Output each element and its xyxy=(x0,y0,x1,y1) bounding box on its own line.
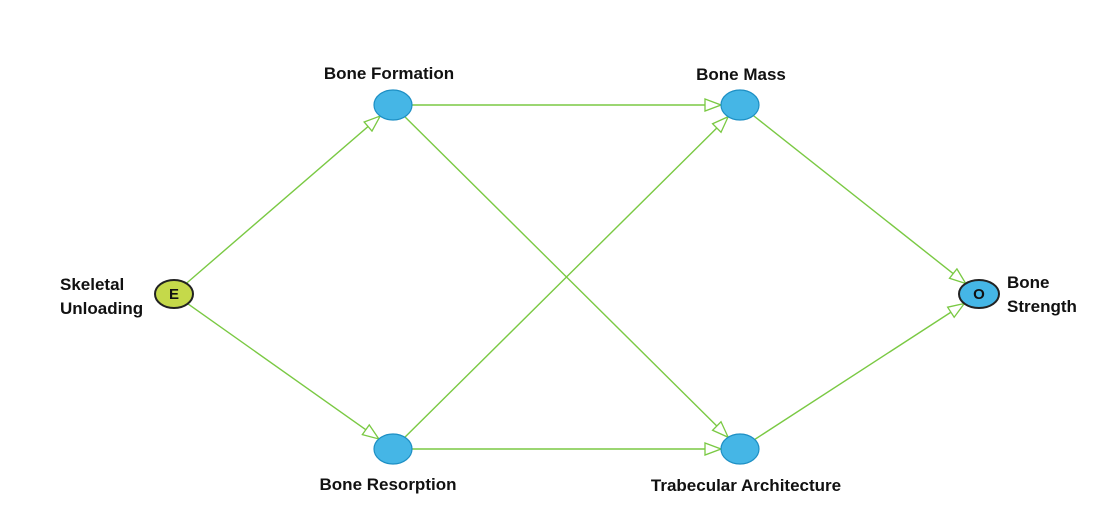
edge-exposure-to-bone_formation xyxy=(185,116,380,284)
edge-group xyxy=(185,105,965,449)
node-bone-mass[interactable] xyxy=(720,89,760,121)
node-bone-resorption[interactable] xyxy=(373,433,413,465)
node-trabecular-architecture[interactable] xyxy=(720,433,760,465)
edge-trabecular-to-outcome xyxy=(754,304,965,441)
exposure-label-line1: Skeletal xyxy=(60,275,125,294)
exposure-marker: E xyxy=(169,286,179,303)
outcome-marker: O xyxy=(973,286,985,303)
bone-resorption-label: Bone Resorption xyxy=(319,475,457,494)
edge-bone_mass-to-outcome xyxy=(752,115,965,284)
node-group: E O xyxy=(154,89,1000,465)
bone-mass-label: Bone Mass xyxy=(696,65,786,84)
outcome-label-line2: Strength xyxy=(1007,297,1077,316)
node-outcome[interactable]: O xyxy=(958,279,1000,309)
edge-exposure-to-bone_resorption xyxy=(187,303,379,439)
bone-formation-label: Bone Formation xyxy=(323,64,455,83)
exposure-label: Skeletal Unloading xyxy=(60,273,143,321)
node-bone-formation[interactable] xyxy=(373,89,413,121)
outcome-label-line1: Bone xyxy=(1007,273,1050,292)
outcome-label: Bone Strength xyxy=(1007,271,1077,319)
node-exposure[interactable]: E xyxy=(154,279,194,309)
exposure-label-line2: Unloading xyxy=(60,299,144,318)
trabecular-architecture-label: Trabecular Architecture xyxy=(650,476,842,495)
edge-bone_resorption-to-bone_mass xyxy=(404,117,728,438)
